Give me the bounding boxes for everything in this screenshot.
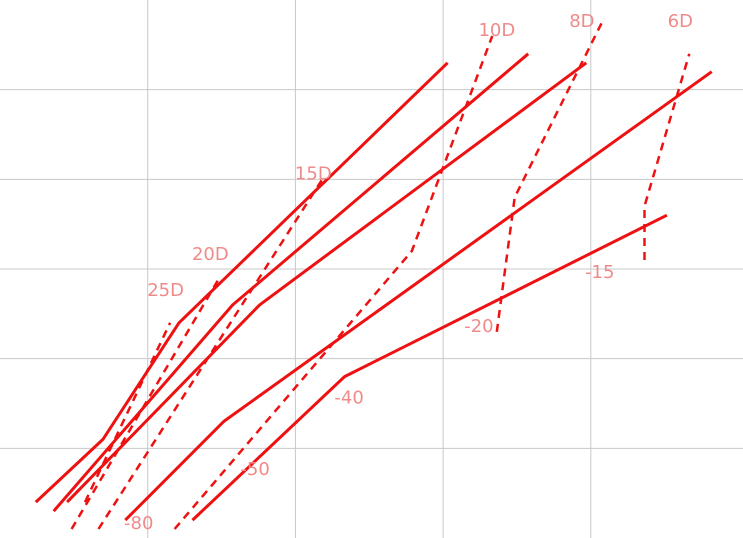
curve-label-9: -20 [464, 316, 493, 337]
dashed-series-group [70, 17, 691, 530]
curve-label-3: 10D [478, 20, 515, 41]
solid-line-3 [124, 70, 713, 522]
curve-label-7: -50 [240, 459, 269, 480]
solid-line-2 [66, 61, 588, 504]
curve-label-5: 6D [668, 11, 693, 32]
label-group: 25D 20D 15D 10D 8D 6D -40 -50 -80 -20 -15 [124, 11, 693, 534]
curve-label-4: 8D [569, 11, 594, 32]
dashed-line-1 [70, 277, 221, 530]
curve-label-0: 25D [147, 280, 184, 301]
curve-label-8: -80 [124, 513, 153, 534]
dashed-line-3 [173, 35, 494, 530]
solid-line-4 [191, 213, 668, 522]
curve-label-10: -15 [585, 262, 614, 283]
dashed-line-5 [643, 53, 691, 260]
curve-label-2: 15D [295, 163, 332, 184]
dashed-line-0 [83, 322, 172, 503]
solid-line-1 [52, 52, 530, 513]
dashed-line-4 [495, 17, 606, 332]
curve-label-1: 20D [192, 244, 229, 265]
curve-label-6: -40 [334, 388, 363, 409]
